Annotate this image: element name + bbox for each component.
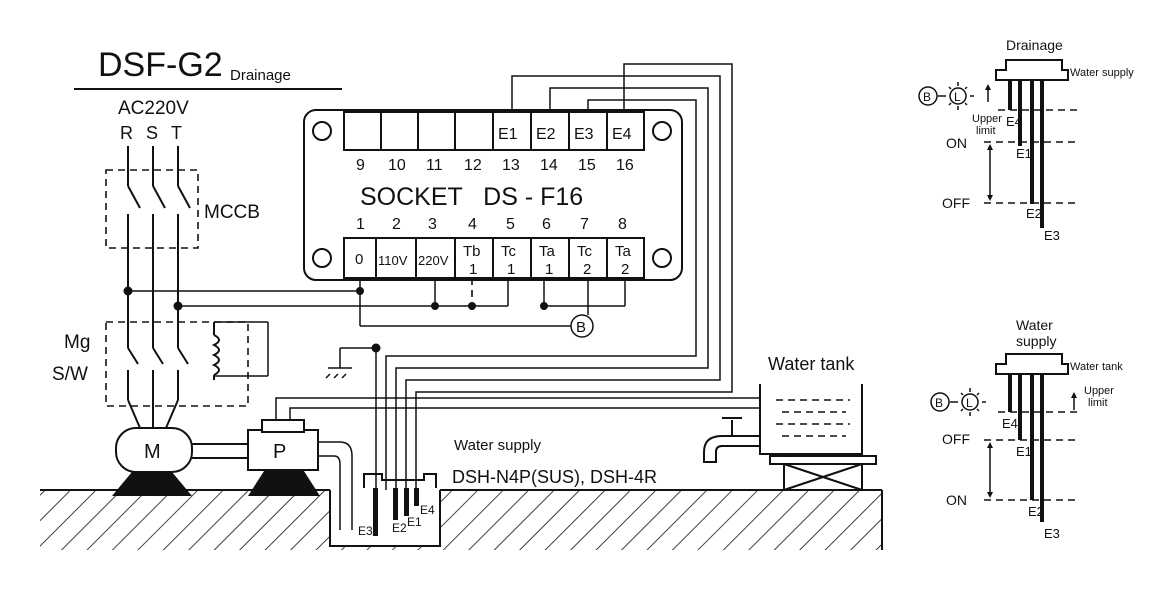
supply-e3: E3 [1044, 526, 1060, 541]
bottom-terminal-5b: 1 [507, 261, 515, 278]
bottom-number-1: 1 [356, 216, 365, 233]
top-number-13: 13 [502, 157, 520, 174]
supply-level-diagram: Water supply Water tank B L Upper limit … [930, 317, 1123, 541]
top-number-14: 14 [540, 157, 558, 174]
supply-title-line2: supply [1016, 333, 1056, 349]
top-terminal-16: E4 [612, 126, 632, 143]
top-terminal-15: E3 [574, 126, 594, 143]
bottom-terminal-4a: Tb [463, 243, 481, 260]
sump-e3: E3 [358, 524, 373, 538]
bottom-terminal-8a: Ta [615, 243, 632, 260]
sump-electrodes: E3 E2 E1 E4 Water supply DSH-N4P(SUS), D… [358, 437, 657, 538]
supply-e2: E2 [1028, 504, 1044, 519]
pump-label: P [273, 441, 286, 463]
bottom-terminal-6a: Ta [539, 243, 556, 260]
power-lines [123, 146, 191, 348]
bottom-number-3: 3 [428, 216, 437, 233]
supply-e4: E4 [1002, 416, 1018, 431]
top-number-10: 10 [388, 157, 406, 174]
top-number-9: 9 [356, 157, 365, 174]
bottom-terminal-6b: 1 [545, 261, 553, 278]
supply-e1: E1 [1016, 444, 1032, 459]
drainage-e2: E2 [1026, 206, 1042, 221]
bottom-number-6: 6 [542, 216, 551, 233]
supply-top-label: Water tank [1070, 361, 1123, 373]
drainage-limit: limit [976, 125, 996, 137]
bottom-terminal-7a: Tc [577, 243, 593, 260]
top-number-12: 12 [464, 157, 482, 174]
bottom-terminal-2: 110V [378, 253, 408, 268]
drainage-lamp-l: L [954, 90, 961, 104]
sump-e4: E4 [420, 503, 435, 517]
phase-s: S [146, 123, 158, 143]
top-number-11: 11 [426, 157, 443, 174]
control-wiring: B [128, 63, 733, 500]
socket-name: SOCKET DS - F16 [360, 183, 583, 211]
drainage-e4: E4 [1006, 114, 1022, 129]
lamp-b-label: B [576, 319, 586, 336]
bottom-number-8: 8 [618, 216, 627, 233]
drainage-level-diagram: Drainage Water supply B L Upper limit E4… [918, 37, 1134, 243]
bottom-terminal-7b: 2 [583, 261, 591, 278]
motor: M [112, 427, 248, 496]
bottom-number-2: 2 [392, 216, 401, 233]
mccb-label: MCCB [204, 202, 260, 223]
drainage-title: Drainage [1006, 37, 1063, 53]
bottom-terminal-8b: 2 [621, 261, 629, 278]
supply-title-line1: Water [1016, 317, 1053, 333]
bottom-number-4: 4 [468, 216, 477, 233]
bottom-number-5: 5 [506, 216, 515, 233]
drainage-upper: Upper [972, 113, 1002, 125]
ground [40, 489, 883, 550]
contactor-label-line1: Mg [64, 332, 90, 353]
top-number-15: 15 [578, 157, 596, 174]
bottom-terminal-1: 0 [355, 251, 363, 268]
drainage-off: OFF [942, 195, 970, 211]
bottom-number-7: 7 [580, 216, 589, 233]
bottom-terminal-4b: 1 [469, 261, 477, 278]
supply-lamp-l: L [966, 396, 973, 410]
drainage-e3: E3 [1044, 228, 1060, 243]
supply-off: OFF [942, 431, 970, 447]
drainage-lamp-b: B [923, 90, 931, 104]
top-terminal-13: E1 [498, 126, 518, 143]
drainage-top-label: Water supply [1070, 67, 1134, 79]
sump-e1: E1 [407, 515, 422, 529]
bottom-terminal-5a: Tc [501, 243, 517, 260]
supply-upper: Upper [1084, 385, 1114, 397]
mccb-box [105, 169, 199, 249]
model-title: DSF-G2 [98, 46, 223, 84]
title-block: DSF-G2 Drainage AC220V R S T [74, 46, 342, 143]
water-tank-label: Water tank [768, 354, 855, 374]
supply-limit: limit [1088, 397, 1108, 409]
top-number-16: 16 [616, 157, 634, 174]
phase-r: R [120, 123, 133, 143]
contactor-label-line2: S/W [52, 364, 88, 385]
water-tank: Water tank [703, 354, 877, 491]
magnetic-switch: Mg S/W [52, 321, 249, 407]
sump-e2: E2 [392, 521, 407, 535]
supply-lamp-b: B [935, 396, 943, 410]
socket-ds-f16: E1 E2 E3 E4 9 10 11 12 13 14 15 16 SOCKE… [303, 109, 683, 281]
phase-t: T [171, 123, 182, 143]
drainage-on: ON [946, 135, 967, 151]
drainage-e1: E1 [1016, 146, 1032, 161]
sump-model: DSH-N4P(SUS), DSH-4R [452, 467, 657, 487]
supply-voltage: AC220V [118, 98, 189, 119]
motor-label: M [144, 441, 161, 463]
sump-label: Water supply [454, 437, 541, 454]
bottom-terminal-3: 220V [418, 253, 449, 268]
top-terminal-14: E2 [536, 126, 556, 143]
mode-subtitle: Drainage [230, 67, 291, 84]
pump: P [247, 397, 760, 530]
supply-on: ON [946, 492, 967, 508]
